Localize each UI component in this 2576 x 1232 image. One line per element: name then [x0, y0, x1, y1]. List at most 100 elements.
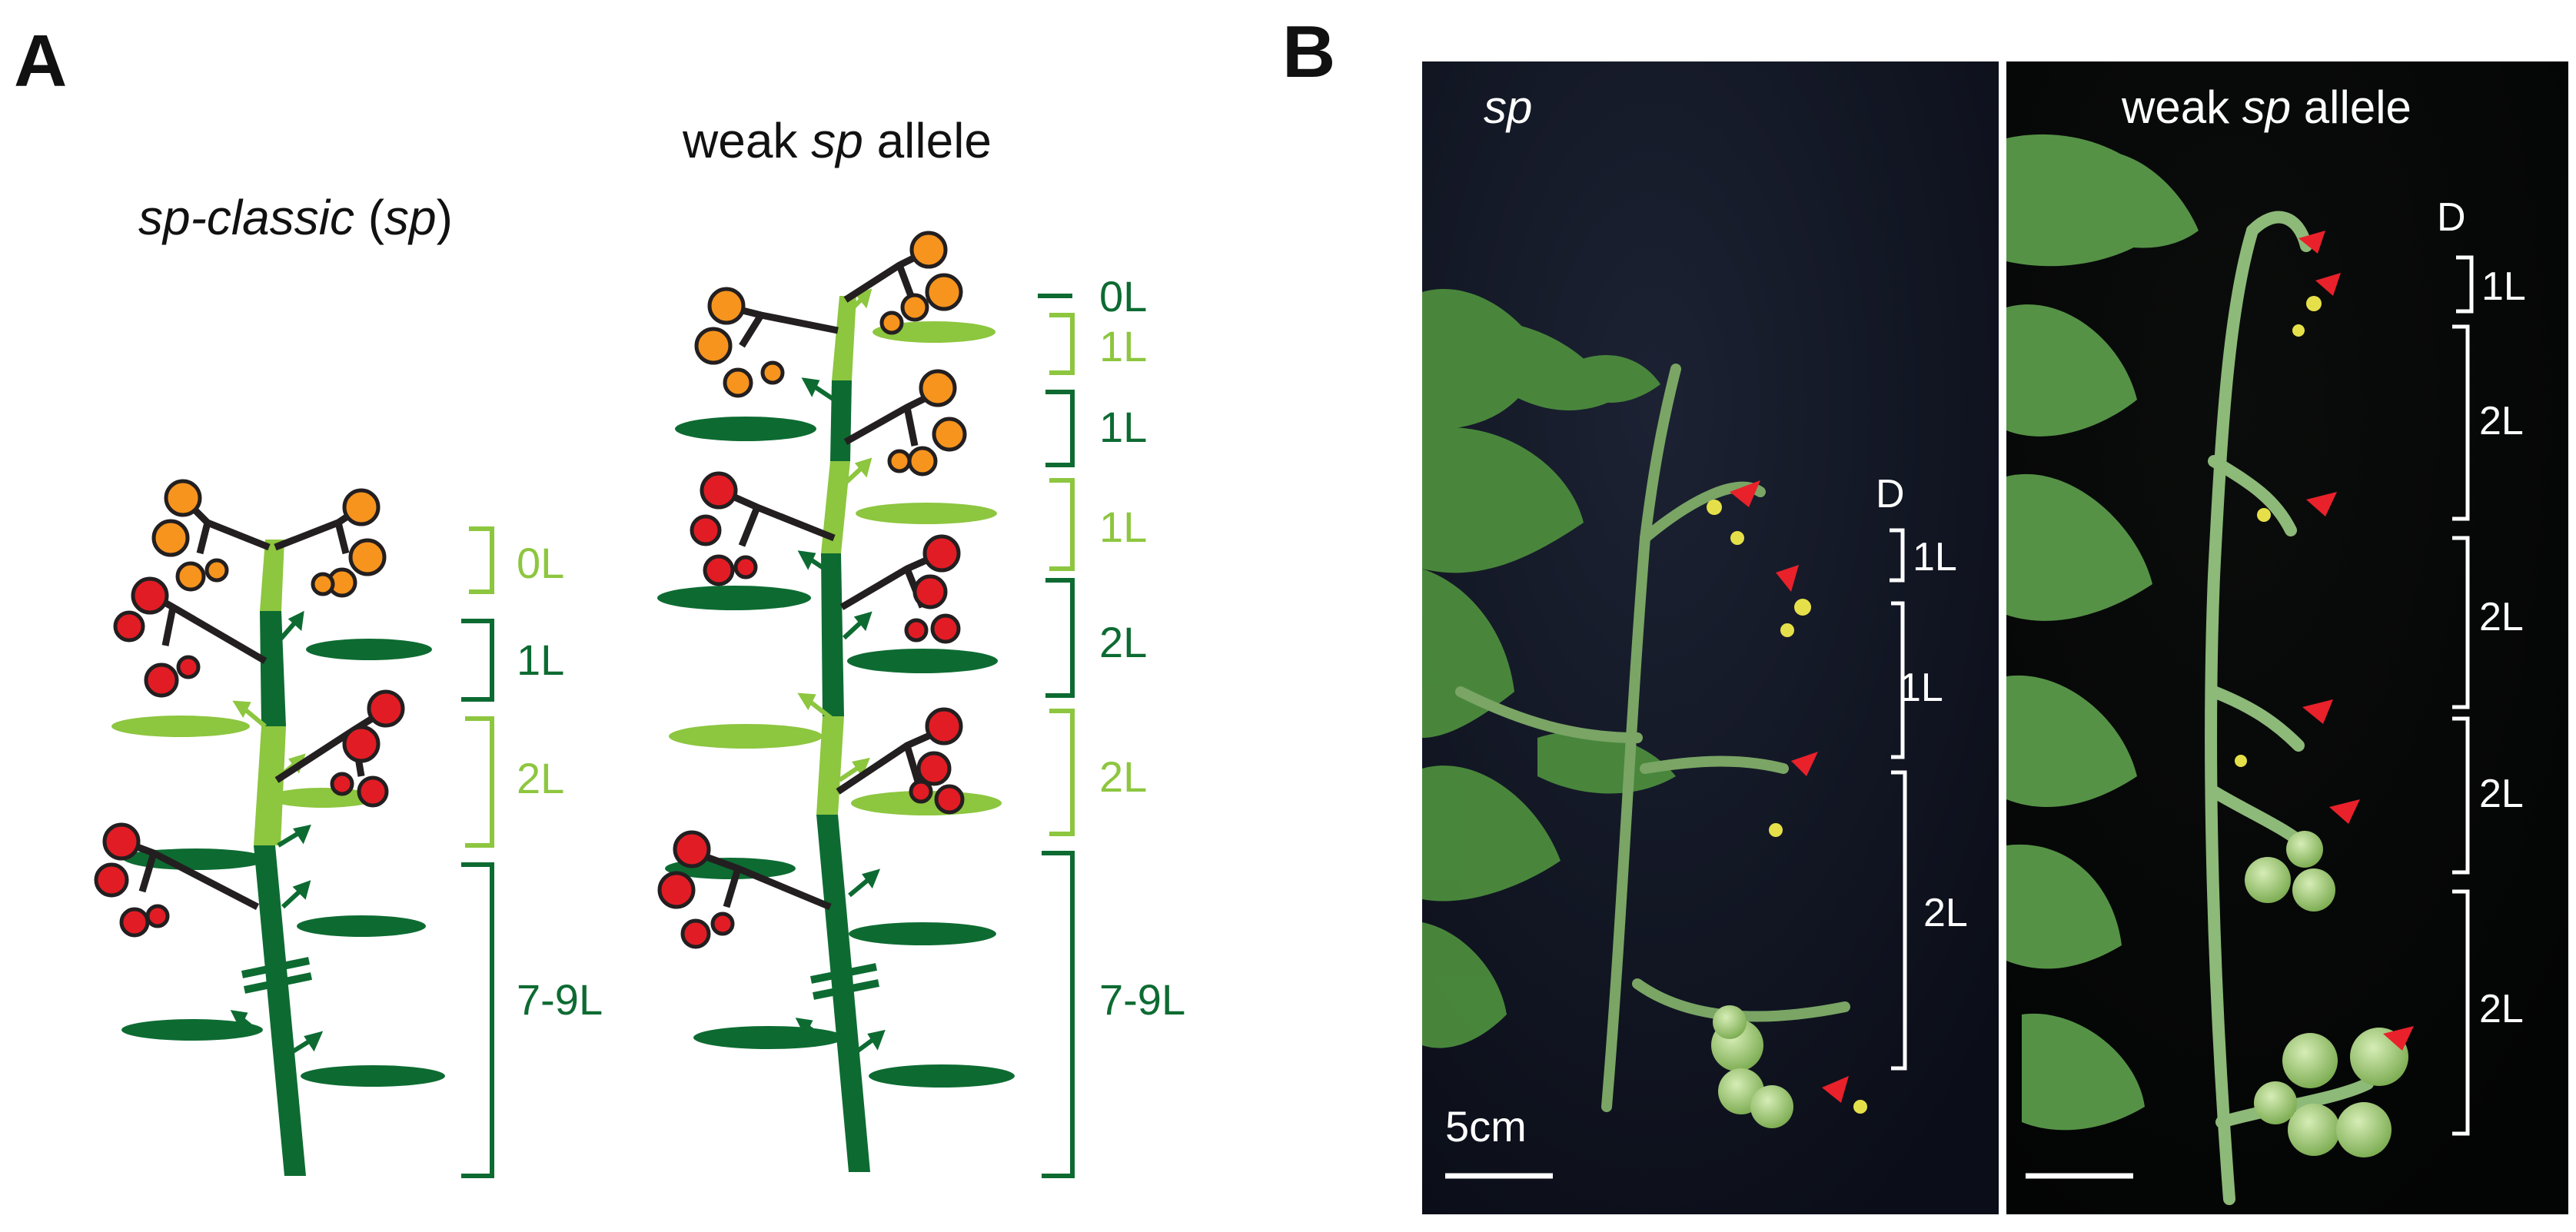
inflorescence-stem	[721, 488, 836, 542]
red-fruit	[367, 689, 405, 728]
flower	[1780, 623, 1794, 637]
red-arrowhead	[2298, 231, 2325, 254]
right-bracket-column: 0L 1L 1L 1L 2L 2L 7-9L	[1038, 272, 1185, 1178]
red-fruit	[934, 784, 965, 815]
title-open-paren: (	[354, 190, 384, 245]
photo-bracket-label: 2L	[2479, 772, 2524, 816]
left-plant-schematic	[94, 479, 445, 1176]
photo-bracket-label: 2L	[2479, 987, 2524, 1031]
red-fruit	[690, 514, 722, 546]
d-label: D	[1876, 472, 1905, 516]
red-fruit	[657, 871, 696, 909]
photo-bracket-label: 1L	[1913, 535, 1957, 579]
bracket	[1049, 313, 1075, 375]
title-italic-part: sp	[2242, 81, 2291, 133]
stem-segment	[832, 296, 856, 380]
plant-stem	[1601, 364, 1681, 1112]
green-fruit	[2282, 1033, 2338, 1088]
red-fruit	[703, 554, 735, 586]
right-photo-label: weak sp allele	[2121, 81, 2411, 133]
orange-fruit	[707, 287, 746, 325]
stem-segment	[821, 553, 844, 716]
photo-bracket	[1890, 528, 1905, 583]
stem-segment	[830, 380, 852, 461]
photo-bracket	[1891, 601, 1905, 759]
stem-break-mark	[241, 957, 311, 978]
title-plain-part-2: allele	[863, 113, 992, 168]
photo-bracket-label: 1L	[1899, 666, 1943, 710]
green-fruit	[1750, 1085, 1793, 1128]
left-schematic-title: sp-classic (sp)	[138, 190, 453, 245]
green-fruit	[2292, 868, 2335, 912]
d-label: D	[2437, 195, 2466, 240]
flower	[1853, 1100, 1867, 1114]
orange-fruit	[909, 231, 948, 269]
title-plain-part: weak	[682, 113, 811, 168]
stem-segment	[821, 461, 850, 553]
orange-fruit	[723, 367, 753, 398]
right-schematic-title: weak sp allele	[682, 113, 992, 168]
flower	[2292, 324, 2305, 337]
panel-a-label: A	[14, 20, 67, 102]
red-fruit	[922, 534, 961, 573]
foliage	[1422, 765, 1561, 902]
flower	[2235, 755, 2247, 767]
title-plain-part: weak	[2121, 81, 2242, 133]
bracket	[1045, 578, 1075, 698]
stem-segment	[254, 726, 286, 845]
leaf	[297, 915, 426, 937]
bracket	[1042, 851, 1075, 1178]
flower	[1730, 531, 1744, 545]
photo-bracket-label: 2L	[2479, 595, 2524, 639]
photo-bracket	[2456, 255, 2474, 314]
red-fruit	[912, 574, 948, 609]
photo-bracket-label: 2L	[2479, 399, 2524, 443]
orange-fruit	[348, 538, 387, 576]
leaf	[675, 417, 816, 441]
bracket-label: 0L	[517, 539, 564, 587]
photo-bracket-label: 2L	[1923, 891, 1968, 935]
red-arrowhead	[2302, 699, 2333, 724]
foliage	[2006, 675, 2137, 807]
orange-fruit	[694, 327, 733, 365]
red-fruit	[733, 555, 758, 579]
red-fruit	[145, 904, 170, 928]
panel-b-label: B	[1282, 11, 1335, 93]
red-fruit	[673, 830, 711, 868]
left-photo: sp D 1L 1L 2L 5cm	[1422, 61, 1999, 1214]
main-stem	[254, 845, 306, 1176]
red-arrowhead	[1822, 1076, 1849, 1103]
bracket-label: 2L	[1099, 618, 1147, 666]
red-fruit	[930, 613, 961, 644]
flower	[1707, 500, 1722, 515]
right-photo: weak sp allele D 1L 2L 2L 2L 2L	[2006, 61, 2568, 1214]
bracket	[1049, 478, 1075, 571]
bracket-label: 2L	[517, 754, 564, 802]
leaf	[111, 716, 250, 737]
title-italic-part: sp	[811, 113, 863, 168]
red-fruit	[113, 610, 145, 643]
title-plain-part-2: allele	[2291, 81, 2411, 133]
red-arrowhead	[2383, 1026, 2414, 1051]
red-fruit	[131, 576, 169, 615]
bracket-label: 2L	[1099, 752, 1147, 801]
bracket	[469, 526, 494, 594]
flower	[2306, 296, 2322, 311]
orange-fruit	[342, 488, 381, 526]
foliage	[2006, 844, 2122, 969]
bracket-label: 1L	[1099, 322, 1147, 370]
foliage	[2006, 304, 2137, 437]
scale-bar-label: 5cm	[1445, 1102, 1527, 1151]
bracket	[1049, 709, 1075, 836]
orange-fruit	[204, 558, 229, 583]
leaf	[849, 922, 996, 945]
red-arrowhead	[2306, 492, 2337, 516]
red-fruit	[94, 862, 129, 898]
orange-fruit	[151, 519, 190, 557]
orange-fruit	[164, 479, 202, 517]
foliage	[2076, 150, 2199, 248]
stem-break-mark	[243, 972, 313, 994]
left-bracket-column: 0L 1L 2L 7-9L	[461, 526, 603, 1178]
bracket-label: 0L	[1099, 272, 1147, 320]
red-fruit	[330, 772, 354, 796]
